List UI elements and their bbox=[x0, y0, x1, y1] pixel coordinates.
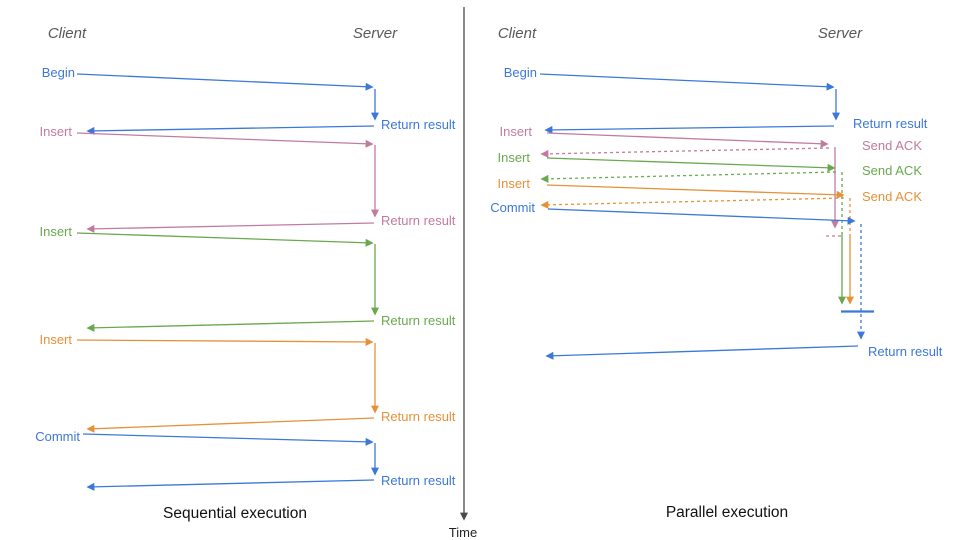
seq-row-insert-3: Insert Return result bbox=[39, 332, 456, 433]
sequential-panel: Client Server Begin Return result Insert… bbox=[35, 25, 456, 522]
par-commit-response-arrow bbox=[545, 345, 859, 360]
par-insert3-request-label: Insert bbox=[497, 176, 530, 191]
par-commit-response-label: Return result bbox=[868, 344, 943, 359]
seq-row-insert-1: Insert Return result bbox=[39, 124, 456, 233]
par-insert2-ack-arrow bbox=[540, 171, 837, 183]
seq-begin-response-arrow bbox=[86, 125, 375, 135]
seq-commit-request-label: Commit bbox=[35, 429, 80, 444]
seq-server-column-label: Server bbox=[353, 25, 398, 42]
par-row-commit: Commit Return result bbox=[490, 200, 943, 360]
seq-client-column-label: Client bbox=[48, 25, 87, 42]
par-row-insert-1: Insert Send ACK bbox=[499, 124, 922, 237]
par-insert1-request-label: Insert bbox=[499, 124, 532, 139]
parallel-panel: Client Server Begin Return result Insert… bbox=[490, 25, 943, 521]
seq-insert3-response-label: Return result bbox=[381, 409, 456, 424]
par-insert1-request-arrow bbox=[546, 132, 829, 148]
parallel-title: Parallel execution bbox=[666, 504, 788, 521]
seq-commit-response-label: Return result bbox=[381, 473, 456, 488]
par-begin-request-arrow bbox=[539, 73, 835, 91]
seq-row-begin: Begin Return result bbox=[42, 65, 456, 135]
par-commit-request-arrow bbox=[547, 208, 856, 225]
par-insert2-ack-label: Send ACK bbox=[862, 163, 922, 178]
seq-row-insert-2: Insert Return result bbox=[39, 224, 456, 332]
seq-insert3-request-label: Insert bbox=[39, 332, 72, 347]
seq-begin-response-label: Return result bbox=[381, 117, 456, 132]
seq-commit-response-arrow bbox=[86, 479, 375, 491]
sequential-title: Sequential execution bbox=[163, 505, 307, 522]
seq-insert2-request-label: Insert bbox=[39, 224, 72, 239]
seq-begin-request-arrow bbox=[76, 73, 374, 91]
seq-insert2-request-arrow bbox=[76, 232, 374, 247]
time-axis: Time bbox=[449, 7, 477, 540]
par-commit-request-label: Commit bbox=[490, 200, 535, 215]
seq-insert1-request-label: Insert bbox=[39, 124, 72, 139]
par-begin-response-label: Return result bbox=[853, 116, 928, 131]
par-row-insert-3: Insert Send ACK bbox=[497, 176, 922, 305]
par-server-column-label: Server bbox=[818, 25, 863, 42]
par-client-column-label: Client bbox=[498, 25, 537, 42]
par-begin-response-arrow bbox=[544, 125, 835, 134]
seq-insert1-response-label: Return result bbox=[381, 213, 456, 228]
seq-row-commit: Commit Return result bbox=[35, 429, 456, 491]
time-axis-label: Time bbox=[449, 525, 477, 540]
par-insert2-request-label: Insert bbox=[497, 150, 530, 165]
par-insert3-request-arrow bbox=[546, 184, 845, 199]
par-begin-request-label: Begin bbox=[504, 65, 537, 80]
seq-commit-request-arrow bbox=[82, 433, 374, 446]
par-insert3-ack-arrow bbox=[540, 197, 845, 209]
par-row-insert-2: Insert Send ACK bbox=[497, 150, 922, 305]
par-row-begin: Begin Return result bbox=[504, 65, 928, 134]
seq-begin-request-label: Begin bbox=[42, 65, 75, 80]
seq-insert3-request-arrow bbox=[76, 337, 374, 346]
seq-insert2-response-arrow bbox=[86, 320, 375, 332]
seq-insert1-response-arrow bbox=[86, 222, 375, 233]
seq-insert1-request-arrow bbox=[76, 132, 374, 148]
par-insert1-ack-arrow bbox=[540, 147, 830, 158]
seq-insert2-response-label: Return result bbox=[381, 313, 456, 328]
par-insert3-ack-label: Send ACK bbox=[862, 189, 922, 204]
seq-insert3-response-arrow bbox=[86, 417, 375, 433]
par-insert2-request-arrow bbox=[546, 157, 836, 172]
par-insert1-ack-label: Send ACK bbox=[862, 138, 922, 153]
